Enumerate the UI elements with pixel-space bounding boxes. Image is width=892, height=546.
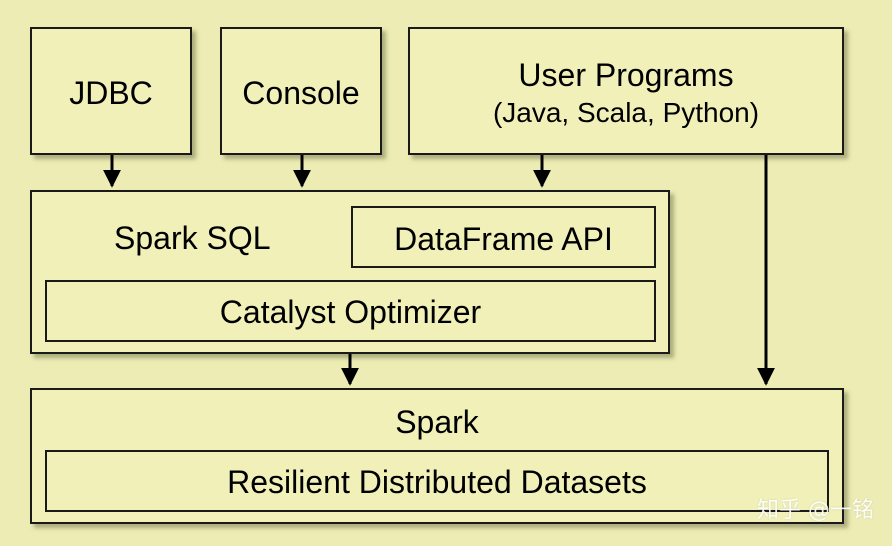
dataframe-api-box: DataFrame API bbox=[351, 206, 656, 268]
spark-sql-box: Spark SQL DataFrame API Catalyst Optimiz… bbox=[30, 190, 670, 354]
console-label: Console bbox=[242, 75, 360, 111]
spark-title: Spark bbox=[395, 404, 479, 440]
catalyst-optimizer-box: Catalyst Optimizer bbox=[45, 280, 656, 342]
user-programs-box: User Programs (Java, Scala, Python) bbox=[408, 27, 844, 155]
jdbc-label: JDBC bbox=[69, 75, 153, 111]
rdd-box: Resilient Distributed Datasets bbox=[45, 450, 829, 512]
dataframe-api-label: DataFrame API bbox=[394, 221, 613, 257]
console-box: Console bbox=[220, 27, 382, 155]
watermark: 知乎 @一铭 bbox=[757, 498, 874, 523]
rdd-label: Resilient Distributed Datasets bbox=[227, 464, 647, 500]
spark-sql-title: Spark SQL bbox=[114, 220, 271, 256]
jdbc-box: JDBC bbox=[30, 27, 192, 155]
user-programs-subtitle: (Java, Scala, Python) bbox=[492, 97, 760, 128]
catalyst-optimizer-label: Catalyst Optimizer bbox=[219, 294, 482, 330]
spark-box: Spark Resilient Distributed Datasets bbox=[30, 388, 844, 524]
user-programs-title: User Programs bbox=[518, 57, 734, 93]
